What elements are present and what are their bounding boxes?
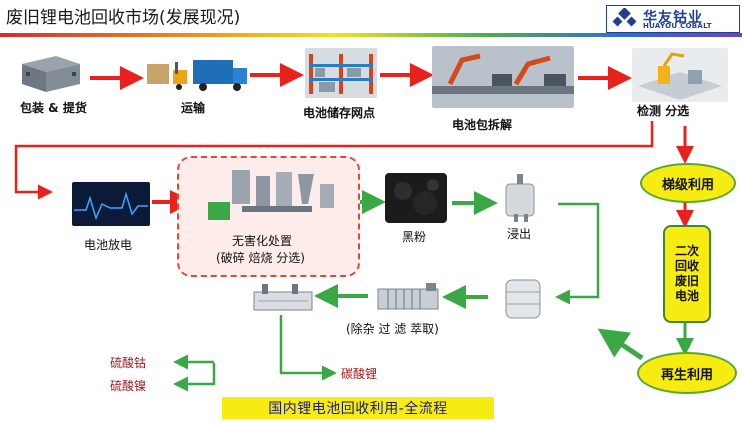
storage-tank-image (505, 279, 541, 319)
secondary-line-2: 回收 (674, 259, 699, 273)
label-harmless-1: 无害化处置 (232, 234, 293, 248)
filter-press-image (377, 283, 439, 310)
header-rainbow-rule (0, 33, 742, 37)
product-nickel-sulfate: 硫酸镍 (110, 379, 147, 393)
product-lithium-carbonate: 碳酸锂 (341, 367, 378, 381)
label-transport: 运输 (181, 101, 206, 115)
huayou-logo: 华友钴业 HUAYOU COBALT (606, 5, 740, 33)
page-title: 废旧锂电池回收市场(发展现况) (6, 8, 241, 28)
label-refining: (除杂 过 滤 萃取) (346, 322, 439, 336)
line-vessel-products (279, 315, 337, 381)
discharge-screen-image (72, 182, 150, 226)
logo-mark-icon (612, 8, 637, 27)
secondary-line-4: 电池 (674, 289, 699, 303)
label-testing: 检测 分选 (637, 104, 690, 118)
label-discharge: 电池放电 (84, 238, 133, 252)
line-leaching-refine (555, 202, 600, 305)
label-disassembly: 电池包拆解 (452, 118, 513, 132)
testing-sorting-image (632, 48, 728, 102)
product-cobalt-sulfate: 硫酸钴 (110, 356, 147, 370)
secondary-recycle-box: 二次 回收 废旧 电池 (663, 225, 711, 323)
line-products-bracket (173, 363, 216, 392)
black-powder-image (385, 173, 447, 223)
storage-shelf-image (305, 48, 377, 98)
regeneration-oval: 再生利用 (637, 352, 737, 394)
label-black-powder: 黑粉 (402, 230, 427, 244)
extraction-vessel-image (253, 284, 313, 311)
label-harmless-2: (破碎 焙烧 分选) (216, 251, 305, 265)
line-testing-return (14, 121, 654, 200)
crusher-machine-image (208, 170, 334, 220)
arrow-regenerate-tank (597, 328, 644, 361)
disassembly-line-image (432, 46, 574, 108)
transport-truck-image (147, 60, 247, 91)
label-packing: 包装 & 提货 (20, 101, 87, 115)
label-leaching: 浸出 (507, 227, 532, 241)
leaching-tank-image (505, 174, 535, 222)
packing-box-image (22, 56, 80, 92)
process-banner: 国内锂电池回收利用-全流程 (222, 397, 494, 419)
logo-brand: 华友钴业 (643, 10, 703, 26)
cascade-utilization-oval: 梯级利用 (640, 163, 736, 203)
secondary-line-1: 二次 (674, 244, 699, 258)
label-storage: 电池储存网点 (303, 106, 376, 120)
secondary-line-3: 废旧 (674, 274, 699, 288)
logo-sub: HUAYOU COBALT (643, 22, 712, 30)
